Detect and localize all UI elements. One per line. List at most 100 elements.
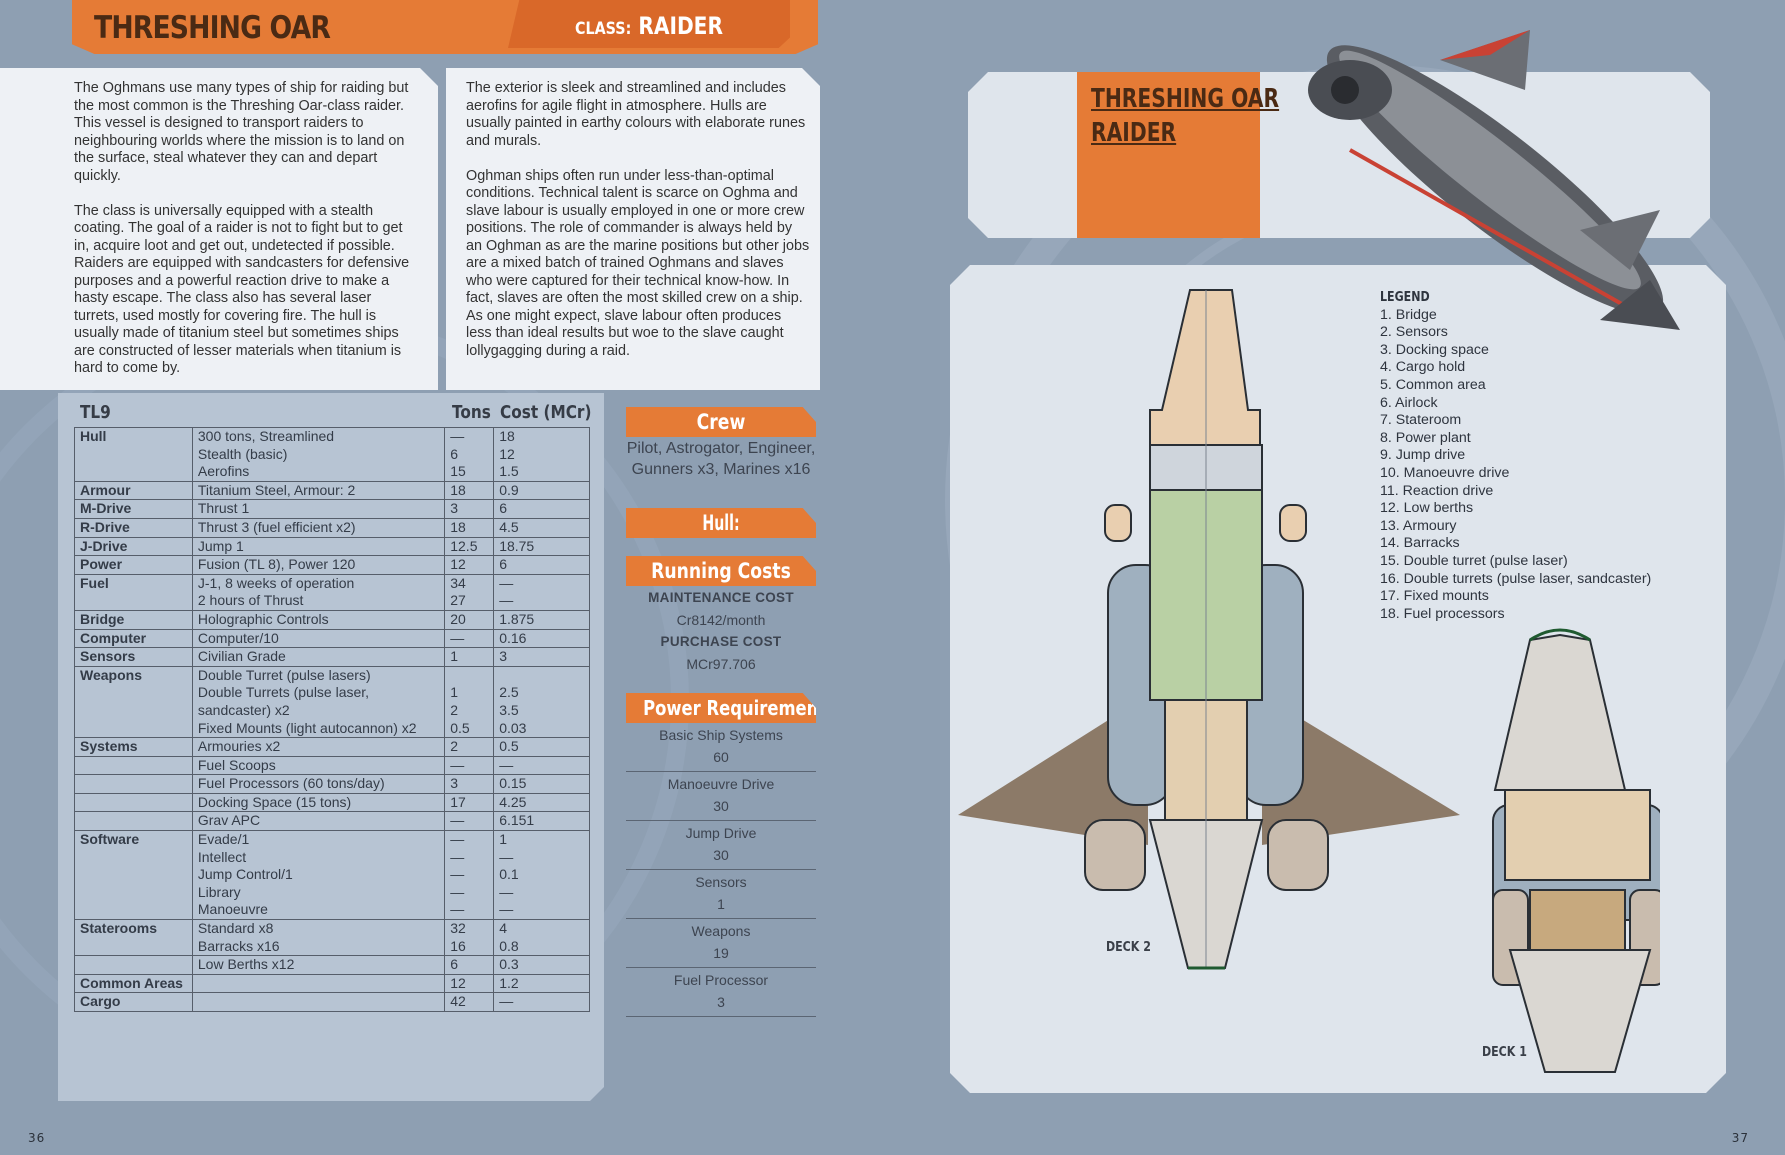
legend-item: 17. Fixed mounts bbox=[1380, 588, 1489, 605]
spec-cell-d: Standard x8 Barracks x16 bbox=[191, 919, 446, 957]
spec-cell-c: 2.5 3.5 0.03 bbox=[493, 665, 590, 739]
legend-item: 13. Armoury bbox=[1380, 517, 1457, 534]
crew-label: Crew bbox=[696, 410, 746, 434]
spec-cell-t: 20 bbox=[444, 609, 495, 630]
spec-cell-d: Evade/1 Intellect Jump Control/1 Library… bbox=[191, 830, 446, 921]
spec-table-row: Grav APC—6.151 bbox=[74, 811, 590, 832]
spec-cell-c: 6 bbox=[493, 555, 590, 575]
spec-cell-c: 0.5 bbox=[493, 737, 590, 757]
intro-paragraph: The Oghmans use many types of ship for r… bbox=[74, 80, 409, 184]
spec-cell-d: Double Turret (pulse lasers) Double Turr… bbox=[191, 665, 446, 739]
deck-1-label: DECK 1 bbox=[1481, 1045, 1527, 1060]
spec-cell-t: 3 bbox=[444, 774, 495, 794]
spec-cell-d bbox=[191, 973, 446, 994]
power-row: Basic Ship Systems 60 bbox=[626, 723, 816, 772]
spec-cell-c: 0.16 bbox=[493, 628, 590, 649]
spec-cell-c: — bbox=[493, 992, 590, 1012]
intro-panel-left: The Oghmans use many types of ship for r… bbox=[0, 68, 438, 390]
spec-cell-c: 3 bbox=[493, 647, 590, 667]
tl-header: TL9 bbox=[80, 402, 111, 423]
spec-cell-t: 1 bbox=[444, 647, 495, 667]
spec-cell-h: Weapons bbox=[74, 665, 193, 739]
power-row-value: 60 bbox=[713, 749, 729, 765]
spec-cell-c: 4.5 bbox=[493, 517, 590, 538]
legend-item: 1. Bridge bbox=[1380, 306, 1437, 323]
legend-item: 10. Manoeuvre drive bbox=[1380, 464, 1510, 481]
class-label: CLASS: bbox=[575, 19, 632, 39]
legend-item: 4. Cargo hold bbox=[1380, 359, 1466, 376]
power-row-value: 19 bbox=[713, 945, 729, 961]
legend-item: 8. Power plant bbox=[1380, 429, 1471, 446]
legend-item: 2. Sensors bbox=[1380, 324, 1448, 341]
legend-item: 15. Double turret (pulse laser) bbox=[1380, 552, 1568, 569]
running-costs-label: Running Costs bbox=[651, 559, 791, 583]
legend-item: 14. Barracks bbox=[1380, 535, 1460, 552]
spec-cell-t: 2 bbox=[444, 737, 495, 757]
spec-cell-h: Sensors bbox=[74, 647, 193, 667]
spec-cell-t: 32 16 bbox=[444, 919, 495, 957]
spec-cell-h bbox=[74, 811, 193, 832]
power-label: Power Requirements bbox=[643, 696, 836, 720]
spec-cell-d: Holographic Controls bbox=[191, 609, 446, 630]
spec-cell-t: 12 bbox=[444, 555, 495, 575]
spec-cell-h: Cargo bbox=[74, 992, 193, 1012]
page-number-left: 36 bbox=[28, 1131, 46, 1145]
cost-header: Cost (MCr) bbox=[500, 402, 592, 423]
crew-text: Pilot, Astrogator, Engineer, Gunners x3,… bbox=[626, 440, 816, 478]
power-tag: Power Requirements bbox=[626, 693, 816, 723]
intro-paragraph: Oghman ships often run under less-than-o… bbox=[466, 167, 810, 359]
spec-cell-h bbox=[74, 774, 193, 794]
spec-cell-h bbox=[74, 955, 193, 975]
legend-item: 6. Airlock bbox=[1380, 394, 1438, 411]
spec-table-row: Fuel Scoops—— bbox=[74, 755, 590, 776]
spec-cell-h: Armour bbox=[74, 480, 193, 501]
spec-cell-t: 34 27 bbox=[444, 573, 495, 611]
power-row-value: 1 bbox=[717, 896, 725, 912]
spec-cell-t: — bbox=[444, 628, 495, 649]
purchase-value: MCr97.706 bbox=[686, 656, 756, 672]
class-value: RAIDER bbox=[638, 12, 723, 40]
spec-cell-t: 6 bbox=[444, 955, 495, 975]
spec-cell-c: 0.9 bbox=[493, 480, 590, 501]
spec-cell-h: Staterooms bbox=[74, 919, 193, 957]
hull-tag: Hull: 120 bbox=[626, 508, 816, 538]
spec-cell-t: 12 bbox=[444, 973, 495, 994]
spec-cell-t: 12.5 bbox=[444, 536, 495, 557]
page-number-right: 37 bbox=[1731, 1131, 1749, 1145]
deck-2-plan bbox=[958, 289, 1460, 970]
deck-2-label: DECK 2 bbox=[1105, 940, 1151, 955]
spec-cell-d: 300 tons, Streamlined Stealth (basic) Ae… bbox=[191, 427, 446, 482]
spec-cell-c: 6 bbox=[493, 499, 590, 519]
legend-item: 11. Reaction drive bbox=[1380, 482, 1494, 499]
spec-cell-h bbox=[74, 755, 193, 776]
spec-cell-h: Software bbox=[74, 830, 193, 921]
spec-cell-t: 3 bbox=[444, 499, 495, 519]
spec-cell-d: Fuel Processors (60 tons/day) bbox=[191, 774, 446, 794]
legend-item: 18. Fuel processors bbox=[1380, 605, 1505, 622]
spec-cell-c: 1.2 bbox=[493, 973, 590, 994]
spec-cell-c: 6.151 bbox=[493, 811, 590, 832]
legend-item: 3. Docking space bbox=[1380, 341, 1489, 358]
spec-cell-h: Common Areas bbox=[74, 973, 193, 994]
legend-item: 7. Stateroom bbox=[1380, 412, 1462, 429]
spec-cell-h: Bridge bbox=[74, 609, 193, 630]
power-row-name: Weapons bbox=[691, 923, 751, 939]
spec-cell-c: 18 12 1.5 bbox=[493, 427, 590, 482]
power-row-name: Basic Ship Systems bbox=[659, 727, 783, 743]
spec-cell-d: Docking Space (15 tons) bbox=[191, 792, 446, 813]
spec-cell-d bbox=[191, 992, 446, 1012]
spec-cell-h: J-Drive bbox=[74, 536, 193, 557]
legend-item: 9. Jump drive bbox=[1380, 447, 1466, 464]
spec-cell-d: Civilian Grade bbox=[191, 647, 446, 667]
